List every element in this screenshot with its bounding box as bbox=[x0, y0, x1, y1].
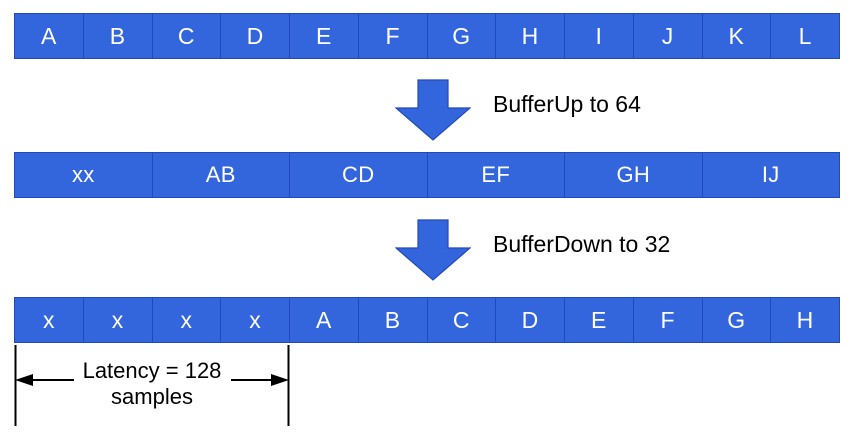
buffer-cell: A bbox=[290, 298, 359, 342]
buffer-cell: B bbox=[358, 298, 428, 342]
buffer-cell: x bbox=[152, 298, 222, 342]
buffer-cell: H bbox=[496, 14, 565, 58]
latency-label-line1: Latency = 128 bbox=[82, 358, 222, 383]
buffer-cell: A bbox=[15, 14, 84, 58]
buffer-cell: GH bbox=[565, 153, 703, 197]
buffer-cell: CD bbox=[290, 153, 428, 197]
buffer-cell: x bbox=[15, 298, 84, 342]
buffer-cell: x bbox=[221, 298, 290, 342]
buffer-cell: D bbox=[221, 14, 290, 58]
buffer-cell: H bbox=[771, 298, 839, 342]
bufferup-row: xx AB CD EF GH IJ bbox=[14, 152, 840, 198]
buffer-cell: D bbox=[496, 298, 565, 342]
buffer-cell: J bbox=[633, 14, 703, 58]
latency-label-line2: samples bbox=[111, 384, 193, 409]
buffer-cell: C bbox=[152, 14, 222, 58]
buffer-cell: F bbox=[358, 14, 428, 58]
buffer-cell: F bbox=[633, 298, 703, 342]
down-arrow-icon bbox=[395, 219, 471, 281]
latency-label: Latency = 128 samples bbox=[24, 358, 280, 410]
bufferup-step-label: BufferUp to 64 bbox=[493, 91, 641, 117]
buffer-cell: K bbox=[702, 14, 772, 58]
buffer-cell: xx bbox=[15, 153, 153, 197]
buffer-cell: C bbox=[427, 298, 497, 342]
buffer-cell: E bbox=[290, 14, 359, 58]
buffer-cell: I bbox=[565, 14, 634, 58]
buffer-cell: B bbox=[83, 14, 153, 58]
buffer-cell: AB bbox=[152, 153, 290, 197]
bufferdown-row: x x x x A B C D E F G H bbox=[14, 297, 840, 343]
buffer-cell: x bbox=[83, 298, 153, 342]
buffer-cell: L bbox=[771, 14, 839, 58]
buffer-cell: E bbox=[565, 298, 634, 342]
bufferdown-step-label: BufferDown to 32 bbox=[493, 231, 671, 257]
input-buffer-row: A B C D E F G H I J K L bbox=[14, 13, 840, 59]
down-arrow-icon bbox=[395, 79, 471, 141]
buffer-cell: EF bbox=[427, 153, 565, 197]
buffer-cell: G bbox=[702, 298, 772, 342]
buffer-cell: IJ bbox=[702, 153, 839, 197]
buffer-cell: G bbox=[427, 14, 497, 58]
